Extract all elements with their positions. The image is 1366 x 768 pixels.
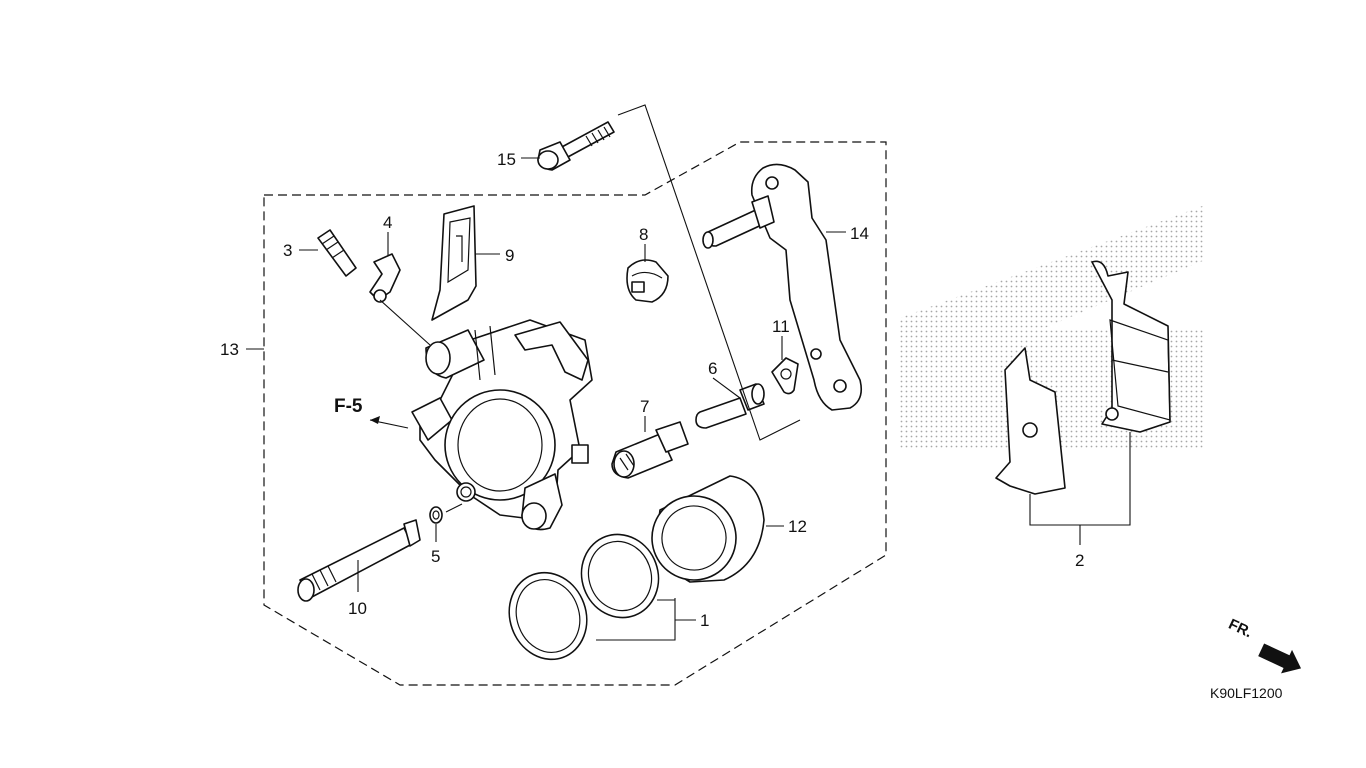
part-5-washer: [429, 506, 443, 524]
part-6-pin: [695, 383, 765, 429]
callout-9: 9: [505, 246, 514, 265]
callout-8: 8: [639, 225, 648, 244]
diagram-code: K90LF1200: [1210, 685, 1283, 701]
part-12-piston: [651, 475, 765, 583]
front-arrow-icon: [1258, 643, 1302, 674]
part-7-pin: [611, 421, 689, 479]
callout-1: 1: [700, 611, 709, 630]
callout-5: 5: [431, 547, 440, 566]
callout-15: 15: [497, 150, 516, 169]
callout-13: 13: [220, 340, 239, 359]
callout-6: 6: [708, 359, 717, 378]
callout-7: 7: [640, 397, 649, 416]
part-9-spring: [431, 205, 477, 321]
leader-lines: [246, 104, 1131, 641]
callout-14: 14: [850, 224, 869, 243]
part-10-pin: [297, 519, 421, 602]
part-4-cap: [369, 253, 401, 303]
part-14-bracket: [702, 163, 863, 411]
part-8-cap: [626, 259, 669, 303]
caliper-body: [411, 319, 593, 531]
part-3-bleeder: [317, 229, 357, 277]
callout-11: 11: [772, 317, 790, 336]
callout-2: 2: [1075, 551, 1084, 570]
callout-3: 3: [283, 241, 292, 260]
callout-10: 10: [348, 599, 367, 618]
part-11-clip: [771, 357, 799, 395]
part-1-seals: [508, 533, 660, 661]
part-15-bolt: [537, 121, 615, 171]
front-direction-label: FR.: [1226, 616, 1255, 642]
callout-12: 12: [788, 517, 807, 536]
callout-4: 4: [383, 213, 392, 232]
part-2-brake-pads: [995, 260, 1171, 495]
reference-arrow-icon: [370, 416, 380, 424]
front-direction-indicator: FR.: [1226, 616, 1302, 674]
reference-label: F-5: [334, 396, 363, 417]
